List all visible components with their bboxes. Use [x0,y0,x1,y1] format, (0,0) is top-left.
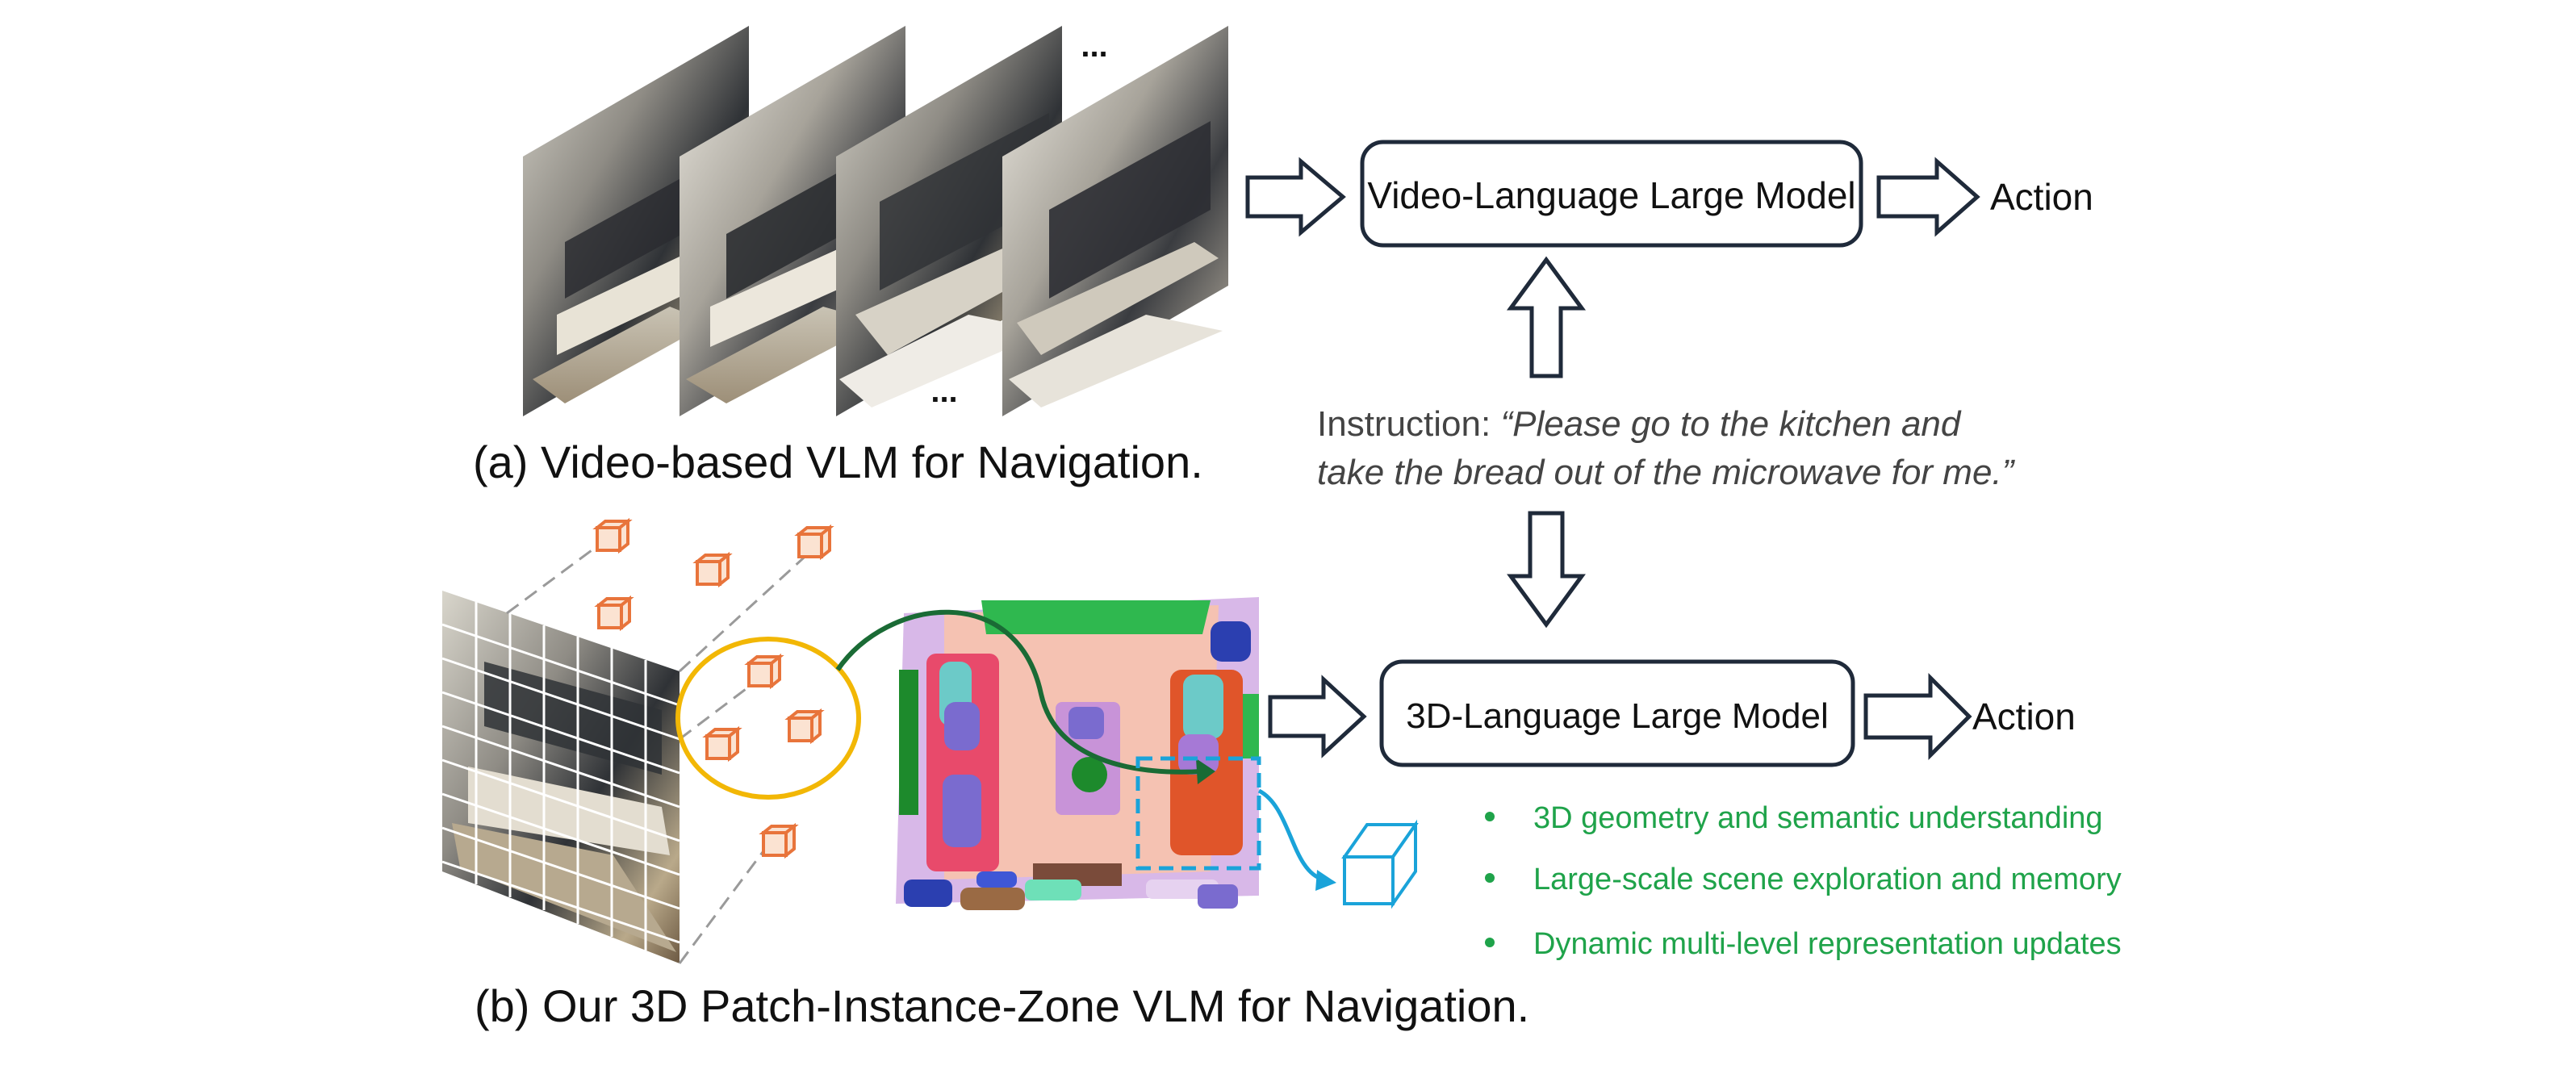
action-label-a: Action [1990,176,2093,218]
arrow-model-to-action-b [1863,672,1972,761]
arrow-frames-to-model [1245,157,1346,237]
video-frame-1 [523,26,749,416]
patch-grid-lines [441,602,680,951]
focus-to-cube-arrowhead [1315,870,1336,891]
3d-language-model-box [1379,659,1855,767]
instance-cube [702,725,742,763]
focus-region-dashed [1135,756,1261,871]
instance-cube [744,653,784,690]
instance-cube [594,595,634,632]
bullet-dot [1485,873,1495,883]
arrow-instruction-up-body [1507,256,1586,378]
instance-cube [692,551,733,588]
instruction-line1: “Please go to the kitchen and [1500,404,1961,444]
bullet-item-3: Dynamic multi-level representation updat… [1533,927,2122,961]
frames-ellipsis-bottom: ... [930,374,957,409]
3d-language-model-label: 3D-Language Large Model [1406,696,1829,736]
zone-cube-icon [1341,819,1419,909]
caption-b: (b) Our 3D Patch-Instance-Zone VLM for N… [475,980,1529,1031]
zone-ellipse [675,637,861,800]
arrow-map-to-model [1268,675,1367,758]
zone-to-map-arrowhead [1196,758,1215,784]
instance-cubes [592,517,834,859]
caption-a: (a) Video-based VLM for Navigation. [473,437,1203,487]
video-language-model-box [1360,140,1863,248]
bullet-dot [1485,812,1495,821]
video-language-model-label: Video-Language Large Model [1367,174,1855,216]
instance-cube [794,524,834,561]
bullet-dot [1485,938,1495,947]
arrow-instruction-down [1507,511,1586,629]
video-frames [523,26,1228,416]
video-frame-4 [1002,26,1228,416]
patch-grid-image [441,591,680,963]
bullet-item-1: 3D geometry and semantic understanding [1533,801,2103,835]
instance-cube [784,708,825,745]
instance-cube [759,822,799,859]
bullet-item-2: Large-scale scene exploration and memory [1533,863,2122,896]
instruction-text: Instruction: “Please go to the kitchen a… [1317,404,1962,444]
projection-dashed-lines [506,537,813,964]
instance-cube [592,517,633,554]
feature-bullets: 3D geometry and semantic understanding L… [1485,801,2122,961]
zone-to-map-arrow [835,609,1203,775]
instruction-line2: take the bread out of the microwave for … [1317,453,2016,492]
semantic-map [896,597,1259,910]
instruction-prefix: Instruction: [1317,404,1500,444]
focus-to-cube-arrow [1257,788,1324,882]
frames-ellipsis-top: ... [1081,28,1107,64]
arrow-model-to-action-a [1876,157,1980,237]
action-label-b: Action [1972,696,2076,737]
